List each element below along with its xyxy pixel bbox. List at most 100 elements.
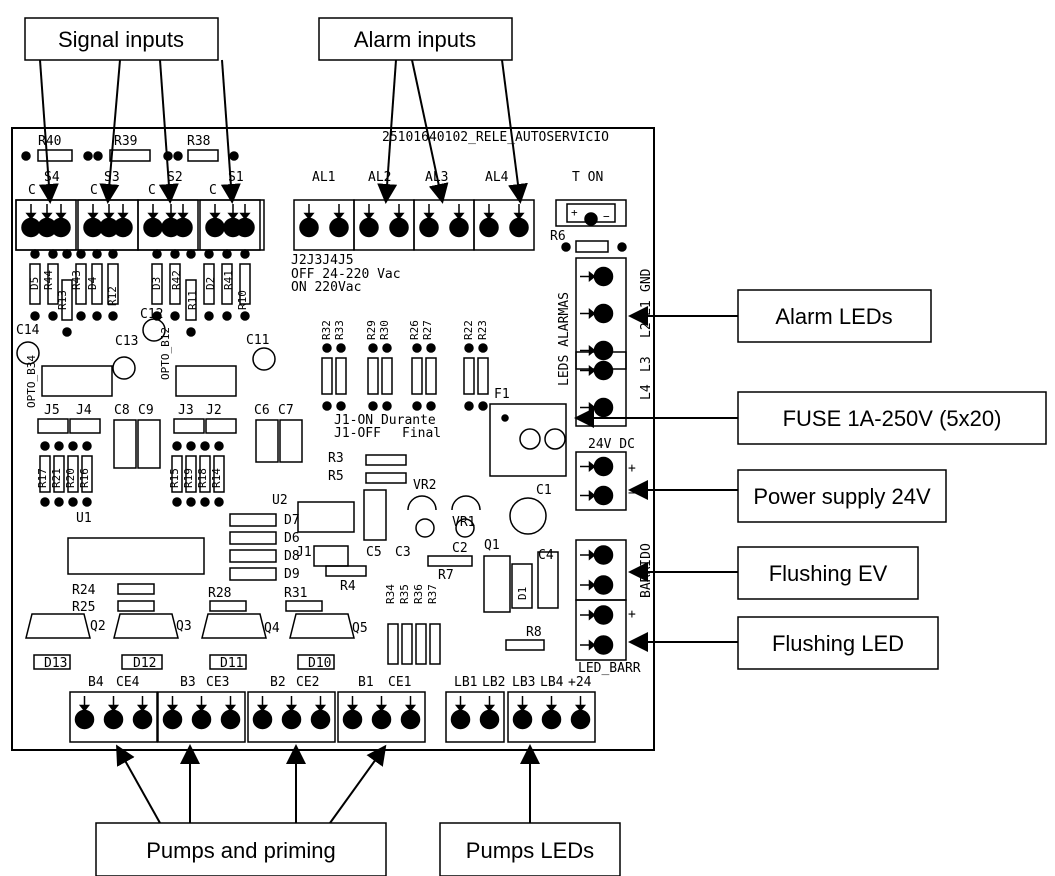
signal-terminal-block-4 xyxy=(199,199,261,251)
left-part-pad-top xyxy=(30,249,40,259)
resistor-pad-bottom xyxy=(172,497,182,507)
resistor-pad-top xyxy=(200,441,210,451)
pump-terminal-block-3-screw xyxy=(281,709,302,730)
svg-text:+: + xyxy=(571,206,578,219)
signal-terminal-block-4-body xyxy=(199,199,261,251)
label-d10: D10 xyxy=(308,656,331,671)
vertical-resistor-labels: R34 R35 R36 R37 xyxy=(384,584,439,604)
resistor-body xyxy=(185,455,197,493)
resistor-pad-bottom xyxy=(478,401,488,411)
alarm-terminal-block-2-pin-tip xyxy=(363,212,375,220)
resistor-pad-top xyxy=(68,441,78,451)
signal-terminal-block-4-pin-tip xyxy=(209,212,221,220)
label-c14: C14 xyxy=(16,323,40,338)
signal-terminal-block-4-screw xyxy=(235,217,255,238)
callout-alarm-inputs: Alarm inputs xyxy=(318,17,513,61)
label-r36: R36 xyxy=(412,584,425,604)
mid-diodes xyxy=(229,513,277,581)
resistor-r6 xyxy=(561,240,627,253)
callout-signal-inputs: Signal inputs xyxy=(24,17,219,61)
pump-terminal-block-2 xyxy=(157,691,246,743)
signal-terminal-block-4-pin-tip xyxy=(239,212,251,220)
label-q3: Q3 xyxy=(176,619,192,634)
led-terminal-block-2-body xyxy=(507,691,596,743)
alarm-terminal-block-3-pin-tip xyxy=(423,212,435,220)
led-terminal-block-1 xyxy=(445,691,505,743)
label-r21: R21 xyxy=(50,468,63,488)
label-c3: C3 xyxy=(395,545,411,560)
alarm-led-terminal-block-2 xyxy=(575,351,627,427)
resistor-body xyxy=(171,455,183,493)
pump-terminal-block-3-pin-tip xyxy=(256,704,269,712)
label-r32: R32 xyxy=(320,320,333,340)
label-ce4: CE4 xyxy=(116,675,140,690)
arrow-signal-1 xyxy=(38,59,59,204)
resistor-pad-bottom xyxy=(200,497,210,507)
resistor-body xyxy=(81,455,93,493)
pump-terminal-block-3-screw xyxy=(310,709,331,730)
callout-fuse: FUSE 1A-250V (5x20) xyxy=(737,391,1047,445)
label-d5: D5 xyxy=(28,277,41,290)
label-b2: B2 xyxy=(270,675,286,690)
led-terminal-block-2-screw xyxy=(512,709,533,730)
alarm-terminal-block-4-screw xyxy=(509,217,529,238)
callout-alarm-leds: Alarm LEDs xyxy=(737,289,932,343)
label-ce3: CE3 xyxy=(206,675,229,690)
label-ce1: CE1 xyxy=(388,675,411,690)
label-d11: D11 xyxy=(220,656,243,671)
j1-note-line2: J1-OFF xyxy=(334,426,381,441)
opto-chips xyxy=(41,365,237,397)
signal-terminal-block-left-pin-tip xyxy=(41,212,53,220)
label-u2: U2 xyxy=(272,493,288,508)
pump-terminal-block-2-pin-tip xyxy=(166,704,179,712)
resistor-pad-top xyxy=(214,441,224,451)
signal-terminal-block-1-pin-tip xyxy=(55,212,67,220)
label-r22: R22 xyxy=(462,320,475,340)
alarm-led-terminal-block-2-screw xyxy=(593,397,614,418)
pump-terminal-block-4-screw xyxy=(400,709,421,730)
power-terminal-block-pin-tip xyxy=(588,489,596,502)
label-d2: D2 xyxy=(204,277,217,290)
label-d4: D4 xyxy=(86,276,99,290)
alarm-terminal-block-4-pin-tip xyxy=(483,212,495,220)
label-r39: R39 xyxy=(114,134,137,149)
resistor-pair-labels: R32 R33 R29 R30 R26 R27 R22 R23 xyxy=(320,320,489,340)
label-lb2: LB2 xyxy=(482,675,505,690)
label-r38: R38 xyxy=(187,134,210,149)
resistor-pad-bottom xyxy=(40,497,50,507)
resistor-pad-top xyxy=(464,343,474,353)
resistor-body xyxy=(321,357,333,395)
left-part-body xyxy=(185,279,197,321)
pump-terminal-block-1-pin-tip xyxy=(107,704,120,712)
label-r42: R42 xyxy=(170,270,183,290)
alarm-terminal-block-2 xyxy=(353,199,415,251)
label-r6: R6 xyxy=(550,229,566,244)
label-al1: AL1 xyxy=(312,170,335,185)
pump-terminal-block-2-pin-tip xyxy=(195,704,208,712)
left-part-pad-bottom xyxy=(30,311,40,321)
transistors xyxy=(25,613,355,639)
label-q2: Q2 xyxy=(90,619,106,634)
alarm-terminal-block-1-pin-tip xyxy=(303,212,315,220)
resistor-body xyxy=(425,357,437,395)
left-part-pad-top xyxy=(186,249,196,259)
resistor-pad-bottom xyxy=(322,401,332,411)
label-u1: U1 xyxy=(76,511,92,526)
alarm-terminal-block-3-screw xyxy=(449,217,469,238)
left-part-body xyxy=(203,263,215,305)
resistor-pad-top xyxy=(478,343,488,353)
left-vertical-components xyxy=(29,249,251,337)
label-r41: R41 xyxy=(222,270,235,290)
label-d7: D7 xyxy=(284,513,300,528)
left-part-pad-bottom xyxy=(48,311,58,321)
label-d3: D3 xyxy=(150,277,163,290)
label-r13: R13 xyxy=(56,290,69,310)
pump-terminal-block-3-body xyxy=(247,691,336,743)
alarm-terminal-block-4-pin-tip xyxy=(513,212,525,220)
left-part-pad-bottom xyxy=(204,311,214,321)
label-lb4: LB4 xyxy=(540,675,564,690)
led-terminal-labels: LB1 LB2 LB3 LB4 +24 xyxy=(454,675,592,690)
label-r25: R25 xyxy=(72,600,95,615)
label-b4: B4 xyxy=(88,675,104,690)
signal-terminal-block-4-screw xyxy=(205,217,225,238)
